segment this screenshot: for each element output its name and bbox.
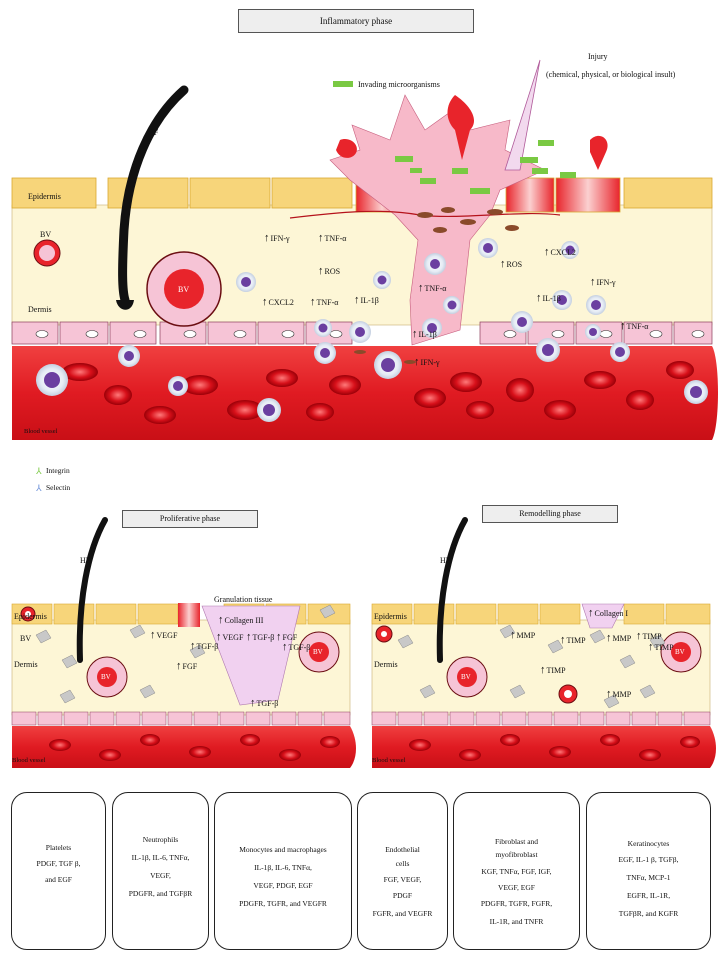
remod-timp: ↑TIMP: [560, 634, 586, 646]
selectin-label: Selectin: [46, 483, 71, 492]
remodelling-phase-title: Remodelling phase: [482, 505, 618, 523]
prolif-dermis-label: Dermis: [14, 660, 38, 669]
blood-vessel-large: [146, 251, 222, 327]
prolif-fgf: ↑FGF: [276, 631, 298, 643]
remod-timp: ↑TIMP: [540, 664, 566, 676]
dermis-layer: [11, 204, 713, 326]
white-blood-cells: [36, 338, 708, 422]
mediator-il-1beta: ↑IL-1β: [354, 294, 379, 306]
prolif-hf-label: HF: [80, 556, 91, 565]
mediator-tnf-alpha: ↑TNF-α: [310, 296, 339, 308]
granulation-tissue-label: Granulation tissue: [214, 595, 273, 604]
remod-mmp: ↑MMP: [606, 632, 632, 644]
legend-fibroblast: Fibroblast and myofibroblast KGF, TNFα, …: [453, 792, 580, 950]
prolif-vegf: ↑VEGF: [216, 631, 244, 643]
dermis-label: Dermis: [28, 305, 52, 314]
red-blood-cells: [62, 361, 694, 424]
prolif-bv-right: BV: [313, 648, 323, 656]
remod-hf-label: HF: [440, 556, 451, 565]
legend-monocytes-macrophages: Monocytes and macrophages IL-1β, IL-6, T…: [214, 792, 352, 950]
legend-endothelial: Endothelial cells FGF, VEGF, PDGF FGFR, …: [357, 792, 448, 950]
microorganisms: [333, 81, 576, 194]
remod-timp: ↑TIMP: [648, 641, 674, 653]
dermis-immune-cells: [236, 238, 606, 343]
prolif-bv-label: BV: [20, 634, 32, 643]
hair-follicle: [118, 85, 189, 305]
mediator-cxcl2: ↑CXCL2: [544, 246, 576, 258]
remod-mmp: ↑MMP: [606, 688, 632, 700]
legend-platelets: Platelets PDGF, TGF β, and EGF: [11, 792, 106, 950]
epidermis-label: Epidermis: [28, 192, 61, 201]
prolif-vegf: ↑VEGF: [150, 629, 178, 641]
integrin-label: Integrin: [46, 466, 70, 475]
prolif-epidermis-label: Epidermis: [14, 612, 47, 621]
remod-bv-left: BV: [461, 673, 471, 681]
prolif-collagen-iii: ↑Collagen III: [218, 614, 264, 626]
mediator-ifn-gamma: ↑IFN-γ: [264, 232, 290, 244]
mediator-tnf-alpha: ↑TNF-α: [620, 320, 649, 332]
remod-timp: ↑TIMP: [636, 630, 662, 642]
legend-neutrophils: Neutrophils IL-1β, IL-6, TNFα, VEGF, PDG…: [112, 792, 209, 950]
prolif-tgf-beta: ↑TGF-β: [190, 640, 219, 652]
remod-epidermis-label: Epidermis: [374, 612, 407, 621]
mediator-tnf-alpha: ↑TNF-α: [418, 282, 447, 294]
remod-blood-vessel-label: Blood vessel: [372, 757, 406, 764]
hair-follicle-label: HF: [148, 128, 159, 137]
prolif-tgf-beta: ↑TGF-β: [282, 641, 311, 653]
prolif-tgf-beta: ↑TGF-β: [246, 631, 275, 643]
epidermis-layer: [11, 177, 713, 213]
prolif-bv-left: BV: [101, 673, 111, 681]
mediator-ifn-gamma: ↑IFN-γ: [590, 276, 616, 288]
blood-vessel-label: Blood vessel: [24, 428, 58, 435]
blood-vessel: [12, 346, 718, 440]
injury-needle: [504, 59, 541, 171]
mediator-tnf-alpha: ↑TNF-α: [318, 232, 347, 244]
remod-collagen-i: ↑Collagen I: [588, 607, 629, 619]
legend-keratinocytes: Keratinocytes EGF, IL-1 β, TGFβ, TNFα, M…: [586, 792, 711, 950]
remod-dermis-label: Dermis: [374, 660, 398, 669]
bv-large-label: BV: [178, 285, 190, 294]
mediator-ros: ↑ROS: [500, 258, 523, 270]
proliferative-panel-drawing: [11, 517, 356, 768]
inflammatory-phase-title: Inflammatory phase: [238, 9, 474, 33]
selectin-icon: ⅄: [35, 484, 42, 494]
mediator-il-1beta: ↑IL-1β: [412, 328, 437, 340]
remod-mmp: ↑MMP: [510, 629, 536, 641]
bv-small-label: BV: [40, 230, 52, 239]
blood-drops: [336, 95, 608, 170]
prolif-fgf: ↑FGF: [176, 660, 198, 672]
invading-microorganisms-label: Invading microorganisms: [358, 80, 440, 89]
prolif-tgf-beta: ↑TGF-β: [250, 697, 279, 709]
blood-vessel-small: [33, 239, 61, 267]
injury-description: (chemical, physical, or biological insul…: [546, 70, 676, 79]
mediator-cxcl2: ↑CXCL2: [262, 296, 294, 308]
integrin-icon: ⅄: [35, 467, 42, 477]
platelets: [354, 207, 519, 364]
prolif-blood-vessel-label: Blood vessel: [12, 757, 46, 764]
remodelling-panel-drawing: [371, 517, 716, 768]
mediator-il-1beta: ↑IL-1β: [536, 292, 561, 304]
proliferative-phase-title: Proliferative phase: [122, 510, 258, 528]
remod-bv-right: BV: [675, 648, 685, 656]
mediator-ros: ↑ROS: [318, 265, 341, 277]
mediator-ifn-gamma: ↑IFN-γ: [414, 356, 440, 368]
injury-label: Injury: [588, 52, 608, 61]
